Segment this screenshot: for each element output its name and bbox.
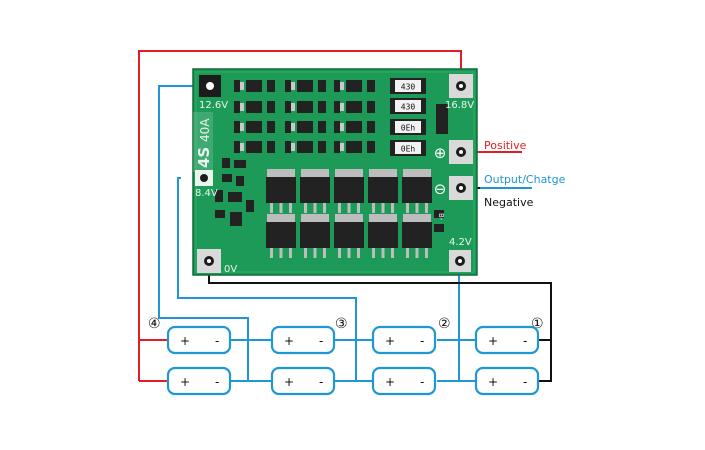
cell-minus-label: -: [215, 334, 219, 348]
cell-plus-label: +: [284, 334, 294, 348]
cell-minus-label: -: [523, 334, 527, 348]
pad-8v4: [195, 170, 213, 186]
pad-4v2: [449, 250, 471, 272]
pad-12v6-label: 12.6V: [199, 100, 228, 111]
pcb-board: 4S 40A: [192, 68, 478, 276]
cell-plus-label: +: [385, 334, 395, 348]
model-label: 4S 40A: [193, 112, 213, 172]
group-number-4: ④: [148, 316, 161, 332]
pad-8v4-label: 8.4V: [195, 188, 218, 199]
cell-minus-label: -: [319, 375, 323, 389]
cell-minus-label: -: [420, 334, 424, 348]
battery-cell: +-: [371, 366, 437, 396]
mosfet: [266, 169, 296, 213]
output-label: Output/Chatge: [484, 173, 566, 186]
mosfet: [402, 169, 432, 213]
mosfet: [266, 214, 296, 258]
smd-components: [215, 80, 448, 232]
pad-12v6: [199, 75, 221, 97]
pad-positive: [449, 140, 473, 164]
cell-minus-label: -: [319, 334, 323, 348]
cell-plus-label: +: [488, 375, 498, 389]
cell-plus-label: +: [385, 375, 395, 389]
pad-4v2-label: 4.2V: [449, 237, 472, 248]
minus-symbol: ⊖: [434, 180, 447, 198]
battery-cell: +-: [166, 366, 232, 396]
battery-cell: +-: [371, 325, 437, 355]
mosfet: [300, 214, 330, 258]
mosfet-array: [266, 169, 432, 258]
battery-cell: +-: [474, 366, 540, 396]
resistor-4-label: 0Eh: [401, 145, 416, 154]
battery-cell: +-: [270, 366, 336, 396]
cell-plus-label: +: [488, 334, 498, 348]
mosfet: [368, 214, 398, 258]
b-minus-label: B-: [437, 213, 445, 221]
mosfet: [300, 169, 330, 213]
cell-minus-label: -: [420, 375, 424, 389]
cell-plus-label: +: [180, 334, 190, 348]
negative-label: Negative: [484, 196, 534, 209]
pad-0v-label: 0V: [224, 264, 237, 275]
mosfet: [368, 169, 398, 213]
cell-plus-label: +: [180, 375, 190, 389]
battery-cells: +-+-+-+-+-+-+-+-: [166, 325, 540, 396]
cell-minus-label: -: [523, 375, 527, 389]
plus-symbol: ⊕: [434, 144, 447, 162]
mosfet: [334, 169, 364, 213]
resistor-1-label: 430: [401, 83, 416, 92]
mosfet: [402, 214, 432, 258]
cell-minus-label: -: [215, 375, 219, 389]
group-number-2: ②: [438, 316, 451, 332]
resistor-3-label: 0Eh: [401, 124, 416, 133]
blue-wire: [158, 85, 532, 382]
model-label-4s: 4S: [195, 147, 213, 168]
pad-output: [449, 176, 473, 200]
resistor-2-label: 430: [401, 103, 416, 112]
battery-cell: +-: [270, 325, 336, 355]
group-number-3: ③: [335, 316, 348, 332]
pad-0v: [197, 249, 221, 273]
cell-plus-label: +: [284, 375, 294, 389]
positive-label: Positive: [484, 139, 527, 152]
shunt-resistors: 430 430 0Eh 0Eh: [390, 78, 426, 156]
battery-cell: +-: [166, 325, 232, 355]
pad-16v8: [449, 74, 473, 98]
mosfet: [334, 214, 364, 258]
pad-16v8-label: 16.8V: [445, 100, 474, 111]
model-label-40a: 40A: [198, 118, 212, 142]
battery-cell: +-: [474, 325, 540, 355]
